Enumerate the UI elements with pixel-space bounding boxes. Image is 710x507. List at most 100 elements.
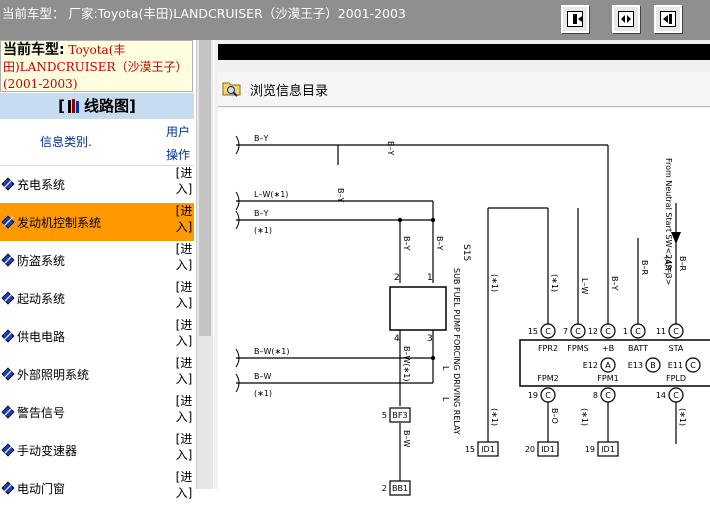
ecu-pin-name: BATT <box>628 344 648 353</box>
list-item[interactable]: 起动系统 [进入] <box>0 279 194 317</box>
ecu-ground-code: E12 <box>583 361 598 370</box>
vertical-wire-label: B–W <box>402 430 411 447</box>
vertical-wire-label: (∗1) <box>678 408 687 426</box>
vertical-wire-label: B–Y <box>610 276 619 290</box>
category-label[interactable]: 电动门窗 <box>17 482 66 496</box>
ecu-ground-connector: B <box>650 361 656 370</box>
category-label[interactable]: 起动系统 <box>17 292 66 306</box>
vertical-wire-label: B–Y <box>386 141 395 155</box>
relay-pin-4: 4 <box>394 334 400 344</box>
ecu-ground-connector-circle <box>645 357 661 373</box>
connector-id: BF3 <box>392 411 407 420</box>
list-item[interactable]: 警告信号 [进入] <box>0 393 194 431</box>
list-item[interactable]: 防盗系统 [进入] <box>0 241 194 279</box>
ecu-ground-connector-circle <box>600 357 616 373</box>
browse-bar[interactable]: 浏览信息目录 <box>218 72 710 107</box>
ecu-pin-name: STA <box>669 344 684 353</box>
ecu-pin-connector: C <box>545 327 551 336</box>
relay-pin-3: 3 <box>427 334 433 344</box>
ecu-ground-connector-circle <box>685 357 701 373</box>
enter-link[interactable]: [进入] <box>175 432 193 462</box>
col-category-header: 信息类别. <box>40 135 92 149</box>
category-label[interactable]: 供电电路 <box>17 330 66 344</box>
ecu-pin-name: FPM1 <box>597 374 618 383</box>
enter-link[interactable]: [进入] <box>175 356 193 386</box>
fit-height-button[interactable] <box>654 5 682 33</box>
category-label[interactable]: 手动变速器 <box>17 444 78 458</box>
ecu-pin-number: 1 <box>623 327 628 336</box>
wire-label: B–Y <box>336 188 345 202</box>
enter-link[interactable]: [进入] <box>175 318 193 348</box>
enter-link[interactable]: [进入] <box>175 242 193 272</box>
scrollbar-thumb[interactable] <box>199 40 211 336</box>
enter-link[interactable]: [进入] <box>175 204 193 234</box>
header-bracket-open: [ <box>58 97 65 115</box>
ecu-pin-connector-circle <box>630 323 646 339</box>
connector-id: ID1 <box>541 445 555 454</box>
ecu-pin-name: FPR2 <box>538 344 558 353</box>
vertical-wire-label: (∗1) <box>550 274 559 292</box>
ecu-pin-connector-circle <box>540 323 556 339</box>
enter-link[interactable]: [进入] <box>175 280 193 310</box>
ecu-pin-number: 11 <box>656 327 666 336</box>
vertical-wire-label: B–Y <box>435 236 444 250</box>
relay-pin-2: 2 <box>394 273 400 283</box>
vertical-wire-label: B–R <box>678 256 687 271</box>
wiring-diagram-header: [线路图] <box>0 93 194 119</box>
connector-box <box>477 441 499 457</box>
list-item[interactable]: 发动机控制系统 [进入] <box>0 203 194 241</box>
connector-box <box>597 441 619 457</box>
col-action-header: 用户操作 <box>165 125 190 162</box>
ecu-pin-connector: C <box>575 327 581 336</box>
ecu-pin-connector-circle <box>570 323 586 339</box>
current-vehicle-label: 当前车型: <box>3 42 65 58</box>
fit-height-icon <box>660 11 676 27</box>
diamond-bullet-icon <box>1 443 15 457</box>
vertical-wire-label: (A/T) <box>663 256 672 275</box>
list-item[interactable]: 电动门窗 [进入] <box>0 469 194 507</box>
fit-both-icon <box>618 11 634 27</box>
wiring-diagram[interactable]: S15 SUB FUEL PUMP FORCING DRIVING RELAY … <box>218 108 710 496</box>
category-label[interactable]: 充电系统 <box>17 178 66 192</box>
list-item[interactable]: 外部照明系统 [进入] <box>0 355 194 393</box>
vertical-wire-label: (∗1) <box>490 274 499 292</box>
list-item[interactable]: 手动变速器 [进入] <box>0 431 194 469</box>
category-label[interactable]: 警告信号 <box>17 406 66 420</box>
relay-description: SUB FUEL PUMP FORCING DRIVING RELAY <box>452 268 461 435</box>
category-label[interactable]: 防盗系统 <box>17 254 66 268</box>
diamond-bullet-icon <box>1 405 15 419</box>
browse-folder-icon <box>222 82 241 97</box>
list-item[interactable]: 充电系统 [进入] <box>0 165 194 203</box>
vertical-wire-label: (∗1) <box>490 408 499 426</box>
ecu-pin-connector: C <box>545 391 551 400</box>
connector-box <box>389 407 411 423</box>
ecu-pin-name: FPMS <box>567 344 588 353</box>
diamond-bullet-icon <box>1 481 15 495</box>
category-label[interactable]: 发动机控制系统 <box>17 216 102 230</box>
category-label[interactable]: 外部照明系统 <box>17 368 90 382</box>
diamond-bullet-icon <box>1 367 15 381</box>
vehicle-title: 当前车型： 厂家:Toyota(丰田)LANDCRUISER（沙漠王子）2001… <box>2 6 406 21</box>
connector-number: 15 <box>465 445 475 454</box>
ecu-pin-number: 12 <box>588 327 598 336</box>
list-item[interactable]: 供电电路 [进入] <box>0 317 194 355</box>
fit-width-button[interactable] <box>561 5 589 33</box>
connector-box <box>389 480 411 496</box>
ecu-pin-connector: C <box>605 327 611 336</box>
wire-label: B–W <box>254 372 271 381</box>
connector-box <box>537 441 559 457</box>
vertical-wire-label: B–O <box>550 408 559 424</box>
content-panel: 浏览信息目录 <box>214 40 710 496</box>
content-top-bar <box>218 44 710 60</box>
fit-both-button[interactable] <box>612 5 640 33</box>
diamond-bullet-icon <box>1 215 15 229</box>
sidebar-scrollbar[interactable] <box>196 40 213 489</box>
enter-link[interactable]: [进入] <box>175 166 193 196</box>
ecu-pin-connector: C <box>635 327 641 336</box>
ecu-pin-connector: C <box>605 391 611 400</box>
fit-width-icon <box>567 11 583 27</box>
vertical-wire-label: (∗1) <box>580 408 589 426</box>
enter-link[interactable]: [进入] <box>175 470 193 500</box>
vertical-wire-label: L <box>441 397 450 402</box>
enter-link[interactable]: [进入] <box>175 394 193 424</box>
